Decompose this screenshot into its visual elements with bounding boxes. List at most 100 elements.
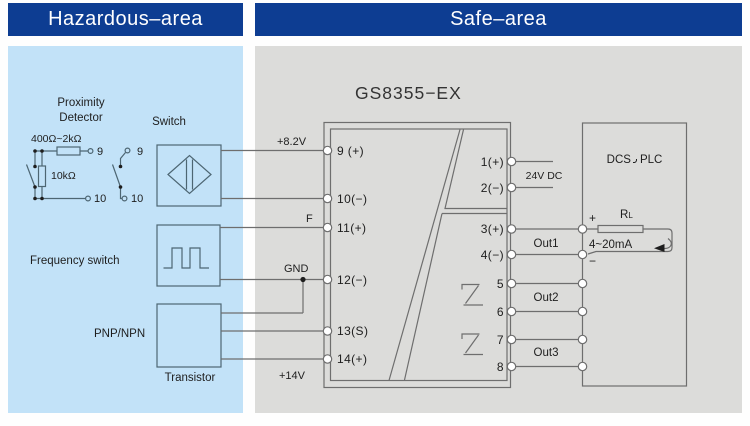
junction-dots	[33, 149, 44, 201]
gnd-junction-dot	[300, 276, 306, 283]
output-terminal-label-4: 4(−)	[480, 247, 504, 262]
dcs-terminal-circle	[577, 334, 588, 345]
hazardous-area-panel	[8, 46, 243, 413]
output-terminal-label-1: 1(+)	[480, 154, 504, 169]
terminal-circle-9	[322, 145, 333, 156]
load-resistor-label: RL	[620, 208, 633, 221]
terminal-circle-14	[322, 354, 333, 364]
dcs-terminal-circle	[577, 306, 588, 317]
transistor-label: Transistor	[164, 372, 216, 384]
switch-terminal-10-label: 10	[131, 193, 144, 205]
input-terminal-label-13: 13(S)	[337, 324, 369, 338]
switch-contact-icon	[111, 152, 126, 200]
hazardous-area-title: Hazardous–area	[48, 8, 203, 30]
output-terminal-label-2: 2(−)	[480, 180, 504, 195]
loop-minus-label: −	[589, 254, 597, 268]
sensor-box-outline	[156, 144, 222, 207]
terminal-circle-7	[506, 334, 517, 345]
parallel-resistor-symbol	[37, 165, 47, 188]
transistor-box-outline	[156, 303, 222, 368]
freq-input-tag: F	[306, 213, 313, 225]
input-terminal-label-14: 14(+)	[337, 352, 368, 366]
power-supply-label: 24V DC	[525, 170, 563, 182]
switch-terminal-9-label: 9	[137, 145, 144, 158]
terminal-9-open-circle	[124, 147, 131, 154]
output1-label: Out1	[533, 238, 559, 250]
terminal-circles	[322, 145, 588, 372]
current-loop	[587, 224, 673, 255]
arrow-head	[654, 244, 665, 252]
sensor-diamond-bars	[185, 159, 194, 190]
proximity-terminal-10-label: 10	[94, 193, 107, 205]
output-terminal-label-6: 6	[496, 304, 504, 319]
contact-switch-circuit	[111, 147, 131, 202]
transistor-box	[156, 303, 222, 368]
wire-gnd	[221, 279, 304, 314]
dcs-terminal-circle	[577, 249, 588, 260]
proximity-terminal-9-label: 9	[97, 145, 104, 158]
terminal-circle-1	[506, 156, 517, 167]
proximity-sensor-box	[156, 144, 222, 207]
loop-range-label: 4~20mA	[589, 238, 633, 251]
dcs-terminal-circle	[577, 224, 588, 234]
frequency-switch-box	[156, 224, 221, 287]
gnd-tag: GND	[284, 263, 309, 275]
safe-area-header: Safe–area	[255, 3, 742, 36]
output3-label: Out3	[533, 346, 559, 359]
terminal-circle-5	[506, 278, 517, 289]
relay-contact-icon	[461, 333, 483, 356]
power-section-divider	[444, 129, 507, 210]
output2-label: Out2	[533, 292, 559, 304]
terminal-circle-11	[322, 222, 333, 233]
ideographic-comma-icon	[632, 159, 637, 163]
proximity-detector-label: Proximity Detector	[57, 97, 105, 124]
supply-14v-tag: +14V	[279, 370, 305, 382]
terminal-circle-10	[322, 193, 333, 204]
output-section-divider	[403, 212, 507, 381]
load-resistor-symbol	[597, 224, 644, 234]
proximity-sensor-diamond-icon	[167, 154, 212, 195]
terminal-10-open-circle	[121, 195, 128, 202]
terminal-circle-13	[322, 326, 333, 336]
series-resistor-symbol	[56, 146, 81, 156]
switch-contact-icon	[25, 151, 36, 199]
terminal-circle-4	[506, 249, 517, 260]
input-terminal-label-10: 10(−)	[337, 191, 368, 206]
safe-area-title: Safe–area	[450, 8, 547, 30]
junction-dots	[118, 164, 123, 189]
terminal-circle-2	[506, 182, 517, 193]
output-terminal-label-8: 8	[496, 359, 504, 374]
input-terminal-label-9: 9 (+)	[337, 143, 365, 158]
dcs-terminal-circle	[577, 361, 588, 372]
isolator-model-title: GS8355−EX	[355, 83, 462, 103]
series-resistor-label: 400Ω~2kΩ	[31, 133, 82, 145]
supply-8v2-tag: +8.2V	[277, 136, 307, 148]
switch-label: Switch	[152, 116, 186, 128]
input-terminal-label-11: 11(+)	[337, 220, 367, 235]
input-wires	[220, 149, 324, 360]
input-terminal-label-12: 12(−)	[337, 272, 368, 287]
transistor-type-label: PNP/NPN	[94, 328, 146, 340]
loop-plus-label: +	[589, 211, 597, 225]
loop-wire	[587, 228, 673, 255]
frequency-box-outline	[156, 224, 221, 287]
relay-contact-icon	[461, 283, 483, 306]
isolation-barrier	[388, 129, 461, 381]
proximity-detector-circuit	[25, 146, 94, 202]
terminal-9-open-circle	[87, 148, 94, 155]
output-wires	[515, 160, 579, 368]
terminal-circle-6	[506, 306, 517, 317]
output-terminal-label-5: 5	[496, 276, 504, 291]
terminal-circle-8	[506, 361, 517, 372]
output-terminal-label-7: 7	[496, 332, 504, 347]
square-wave-icon	[163, 247, 209, 269]
terminal-circle-3	[506, 224, 517, 234]
frequency-switch-label: Frequency switch	[30, 255, 120, 267]
parallel-resistor-label: 10kΩ	[51, 170, 76, 182]
dcs-terminal-circle	[577, 278, 588, 289]
hazardous-area-header: Hazardous–area	[8, 3, 243, 36]
output-terminal-label-3: 3(+)	[480, 222, 504, 236]
